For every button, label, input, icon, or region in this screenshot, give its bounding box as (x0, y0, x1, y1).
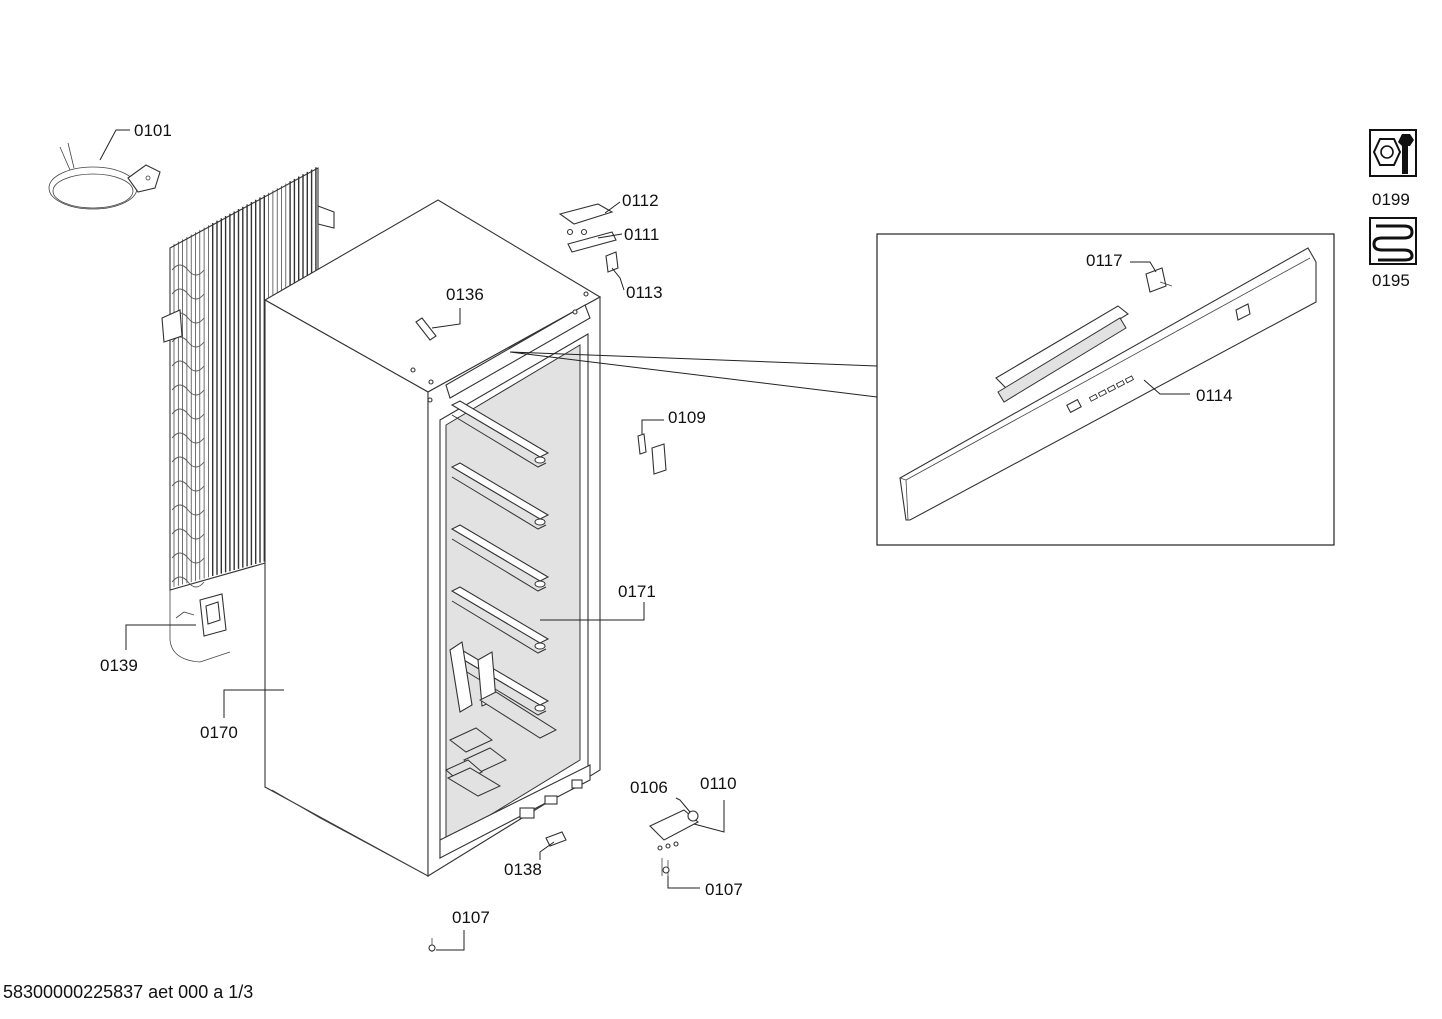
label-0195: 0195 (1372, 271, 1410, 290)
label-0101: 0101 (134, 121, 172, 140)
screw-0107-drawing (428, 938, 436, 952)
label-0113: 0113 (626, 283, 663, 302)
label-0111: 0111 (624, 225, 659, 244)
label-0117: 0117 (1086, 251, 1123, 270)
detail-callout-line (509, 351, 878, 398)
part-0136-drawing (415, 317, 437, 341)
label-0112: 0112 (622, 191, 659, 210)
document-reference: 58300000225837 aet 000 a 1/3 (3, 982, 254, 1002)
power-cord-drawing (48, 142, 161, 210)
leader-lines (99, 129, 1190, 951)
hinge-bottom-drawing (649, 809, 699, 878)
cabinet-drawing (263, 199, 602, 877)
label-0171: 0171 (618, 582, 656, 601)
label-0106: 0106 (630, 778, 668, 797)
label-0136: 0136 (446, 285, 484, 304)
part-0109-drawing (637, 433, 667, 475)
label-0110: 0110 (700, 774, 737, 793)
nut-and-wrench-icon (1369, 129, 1417, 177)
label-0114: 0114 (1196, 386, 1233, 405)
coil-spring-icon (1369, 217, 1417, 265)
label-0170: 0170 (200, 723, 238, 742)
control-panel-detail-drawing (899, 247, 1317, 521)
label-0138: 0138 (504, 860, 542, 879)
label-0199: 0199 (1372, 190, 1410, 209)
thermostat-bracket-drawing (175, 593, 227, 637)
hinge-top-drawing (558, 203, 619, 273)
label-0109: 0109 (668, 408, 706, 427)
part-0138-drawing (545, 831, 567, 847)
label-0107-hinge: 0107 (705, 880, 743, 899)
label-0107-screw: 0107 (452, 908, 490, 927)
label-0139: 0139 (100, 656, 138, 675)
